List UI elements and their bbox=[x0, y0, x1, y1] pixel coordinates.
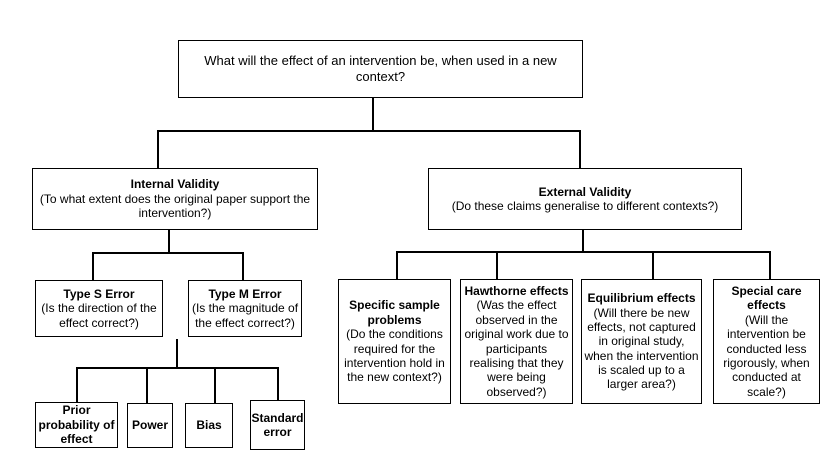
node-bias: Bias bbox=[185, 403, 233, 448]
connector-internal-to-errors bbox=[92, 230, 244, 280]
connector-root-to-validity bbox=[157, 98, 581, 168]
node-equilibrium-effects-title: Equilibrium effects bbox=[587, 291, 696, 306]
node-prior-probability-label: Prior probability of effect bbox=[38, 403, 115, 447]
node-standard-error: Standard error bbox=[250, 400, 305, 450]
node-type-s-error-desc: (Is the direction of the effect correct?… bbox=[41, 301, 157, 330]
node-special-care-effects-title: Special care effects bbox=[731, 283, 802, 313]
node-internal-validity-title: Internal Validity bbox=[130, 177, 220, 192]
node-prior-probability: Prior probability of effect bbox=[35, 402, 118, 448]
node-special-care-effects-desc: (Will the intervention be conducted less… bbox=[723, 312, 810, 399]
node-hawthorne-effects-desc: (Was the effect observed in the original… bbox=[464, 298, 569, 399]
node-specific-sample-problems: Specific sample problems (Do the conditi… bbox=[338, 279, 451, 404]
connector-errors-to-factors bbox=[76, 339, 279, 403]
node-power: Power bbox=[127, 403, 173, 448]
node-type-s-error: Type S Error (Is the direction of the ef… bbox=[35, 280, 163, 337]
node-external-validity: External Validity (Do these claims gener… bbox=[428, 168, 742, 230]
node-specific-sample-problems-title: Specific sample problems bbox=[349, 298, 440, 327]
node-special-care-effects: Special care effects (Will the intervent… bbox=[713, 279, 820, 404]
node-external-validity-desc: (Do these claims generalise to different… bbox=[451, 199, 719, 213]
node-root-question: What will the effect of an intervention … bbox=[178, 40, 583, 98]
node-specific-sample-problems-desc: (Do the conditions required for the inte… bbox=[344, 327, 445, 385]
node-bias-label: Bias bbox=[196, 418, 222, 433]
node-power-label: Power bbox=[131, 418, 168, 433]
node-type-m-error-title: Type M Error bbox=[208, 286, 282, 301]
node-internal-validity-desc: (To what extent does the original paper … bbox=[39, 191, 311, 221]
connector-external-to-effects bbox=[396, 230, 771, 279]
node-external-validity-title: External Validity bbox=[538, 184, 632, 199]
node-standard-error-label: Standard error bbox=[251, 410, 304, 439]
node-root-question-text: What will the effect of an intervention … bbox=[204, 53, 557, 84]
node-type-s-error-title: Type S Error bbox=[63, 286, 135, 301]
node-internal-validity: Internal Validity (To what extent does t… bbox=[32, 168, 318, 230]
node-type-m-error-desc: (Is the magnitude of the effect correct?… bbox=[191, 301, 299, 330]
node-hawthorne-effects: Hawthorne effects (Was the effect observ… bbox=[460, 279, 573, 404]
node-equilibrium-effects: Equilibrium effects (Will there be new e… bbox=[581, 279, 702, 404]
node-type-m-error: Type M Error (Is the magnitude of the ef… bbox=[188, 280, 302, 337]
node-hawthorne-effects-title: Hawthorne effects bbox=[464, 283, 569, 298]
node-equilibrium-effects-desc: (Will there be new effects, not captured… bbox=[584, 305, 699, 392]
